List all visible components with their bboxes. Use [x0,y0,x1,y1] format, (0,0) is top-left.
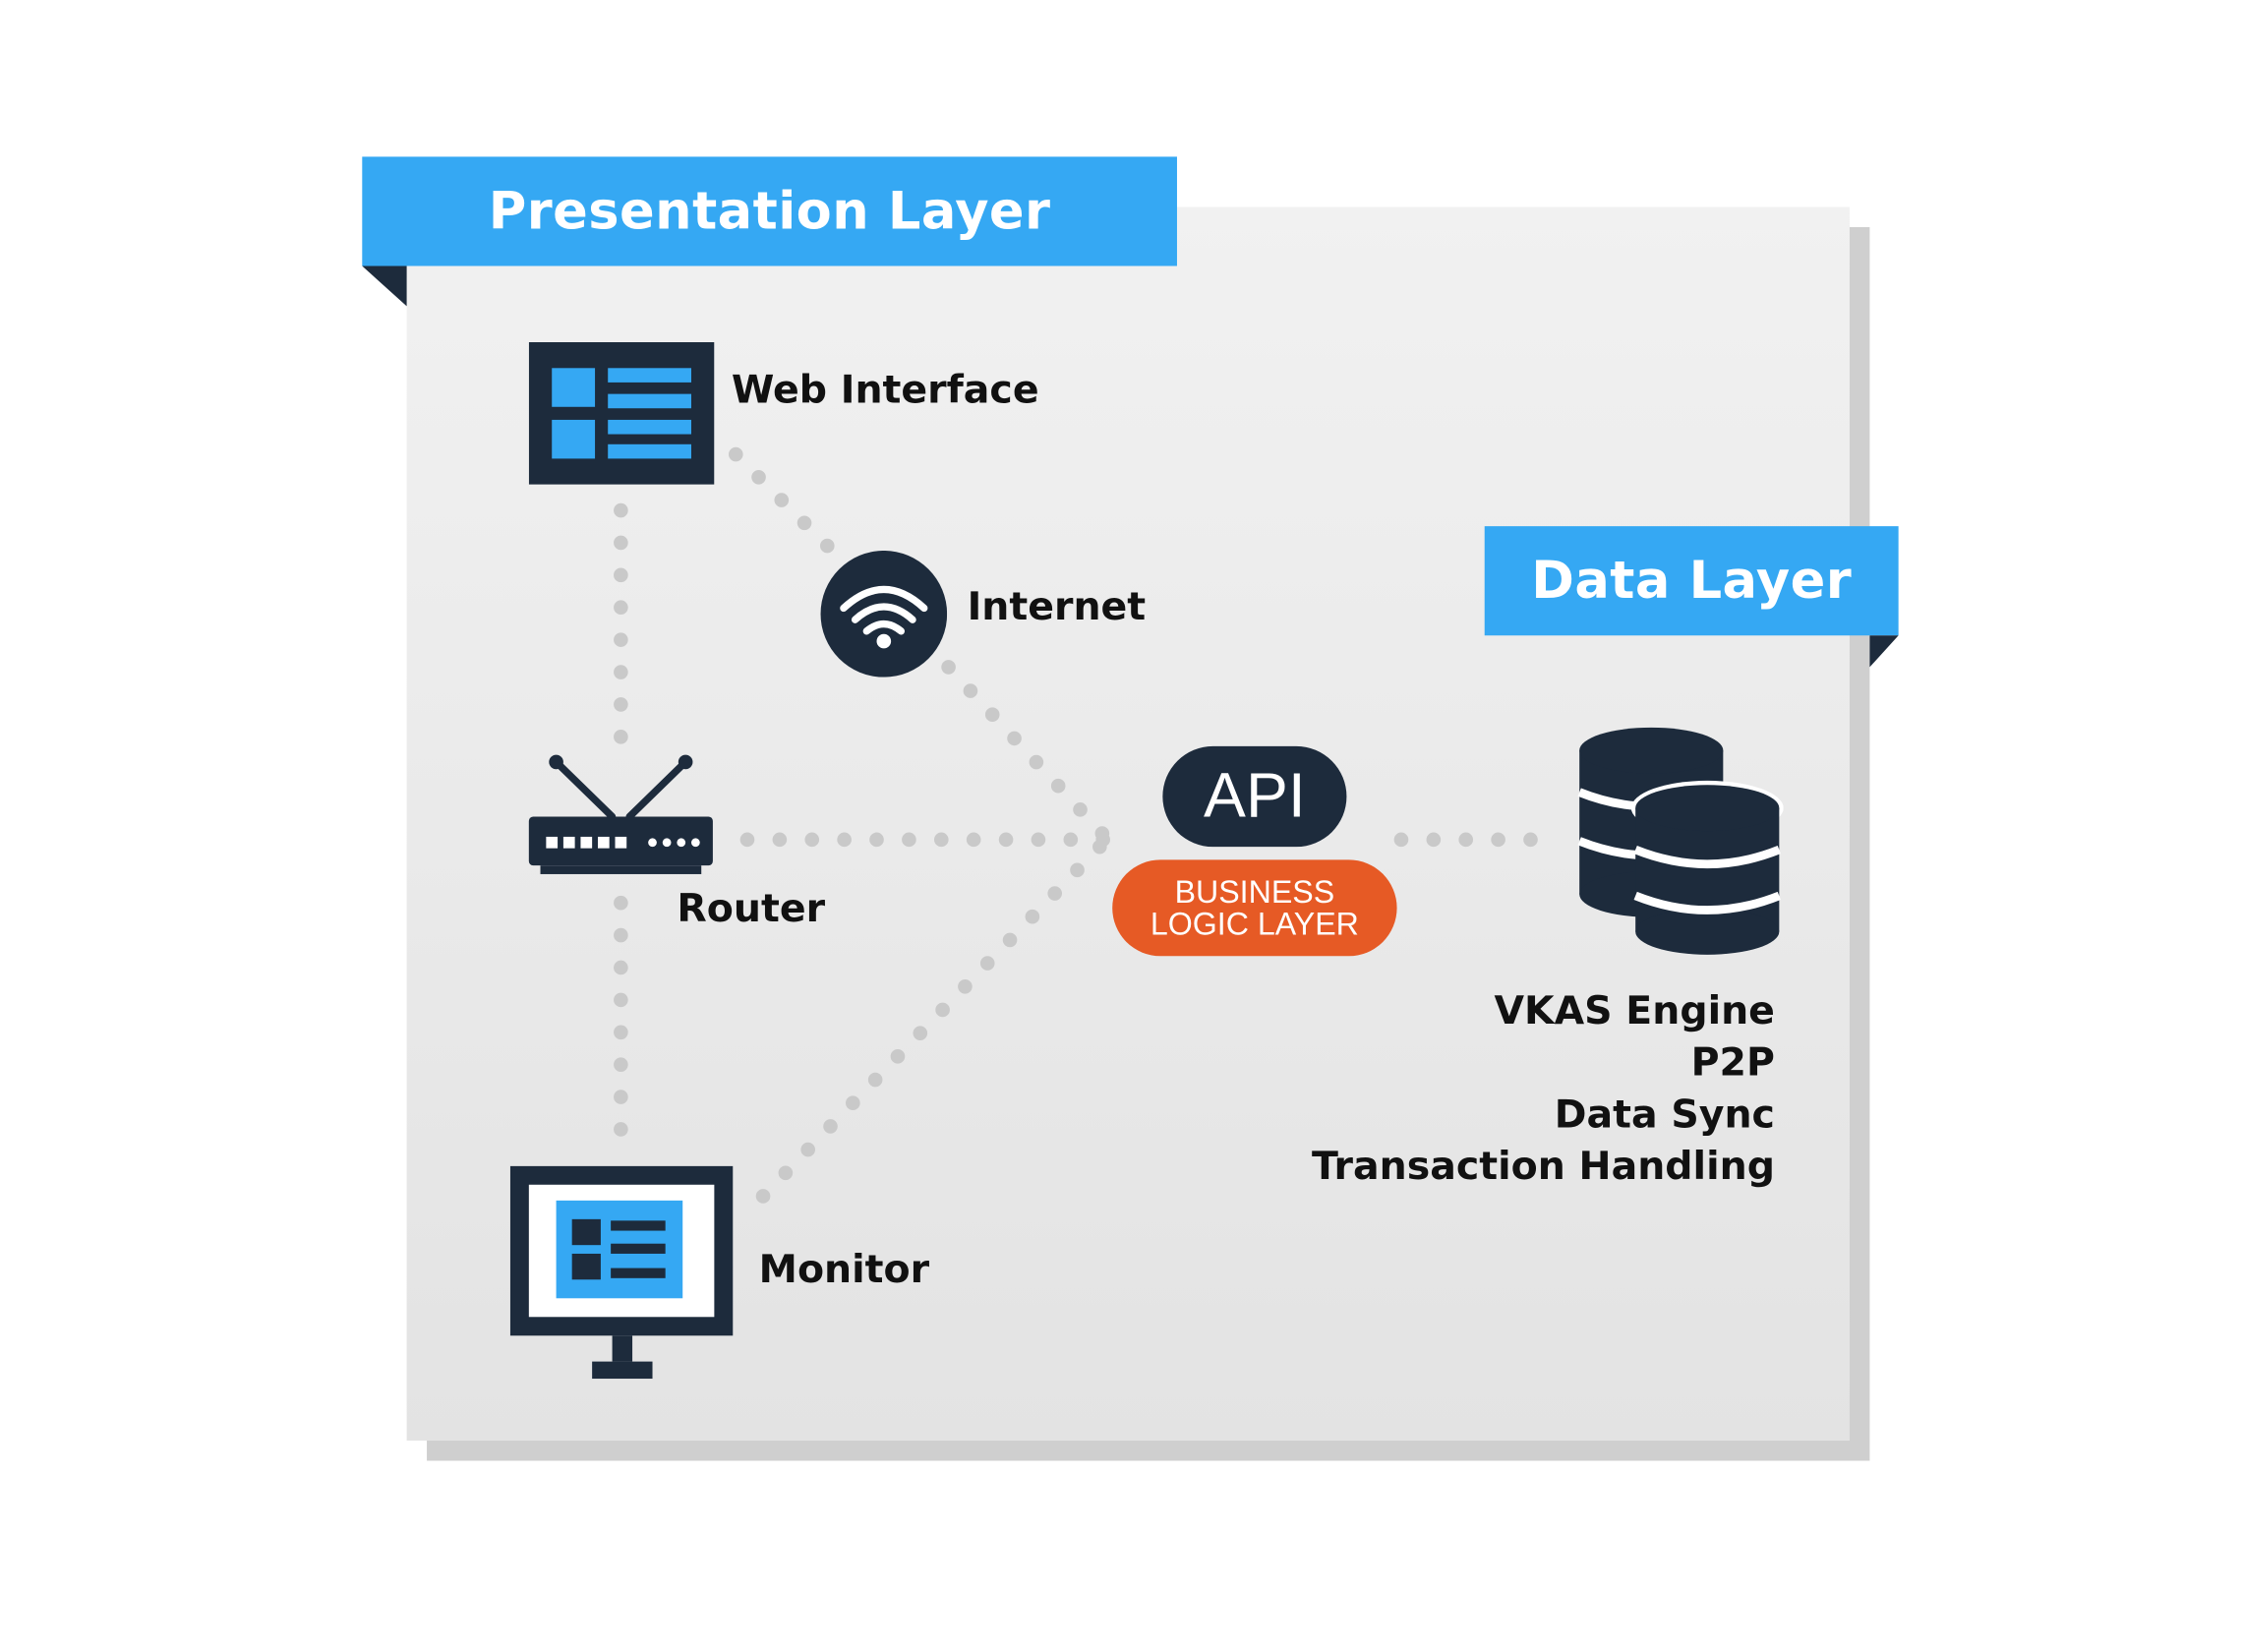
presentation-layer-banner: Presentation Layer [362,156,1177,266]
data-item-data-sync: Data Sync [1554,1092,1775,1138]
router-label: Router [677,887,826,932]
database-icon [1577,727,1784,955]
web-interface-label: Web Interface [731,368,1039,413]
api-badge: API [1162,745,1347,848]
business-logic-line-2: LOGIC LAYER [1150,905,1359,941]
router-icon [528,754,713,874]
business-logic-layer-badge: BUSINESS LOGIC LAYER [1112,859,1397,957]
internet-label: Internet [967,585,1147,630]
monitor-icon [509,1165,734,1380]
banner-fold [1869,635,1899,668]
data-item-p2p: P2P [1690,1040,1775,1086]
wifi-icon [820,550,948,678]
connector-internet-api [941,660,1114,846]
data-item-vkas-engine: VKAS Engine [1494,988,1775,1034]
data-item-transaction-handling: Transaction Handling [1311,1144,1775,1190]
connector-web-internet [728,446,839,557]
data-layer-banner: Data Layer [1484,526,1899,636]
monitor-label: Monitor [758,1248,930,1293]
business-logic-line-1: BUSINESS [1174,873,1335,910]
web-interface-icon [528,341,715,485]
banner-fold [362,266,407,307]
data-layer-list: VKAS Engine P2P Data Sync Transaction Ha… [1312,986,1775,1194]
